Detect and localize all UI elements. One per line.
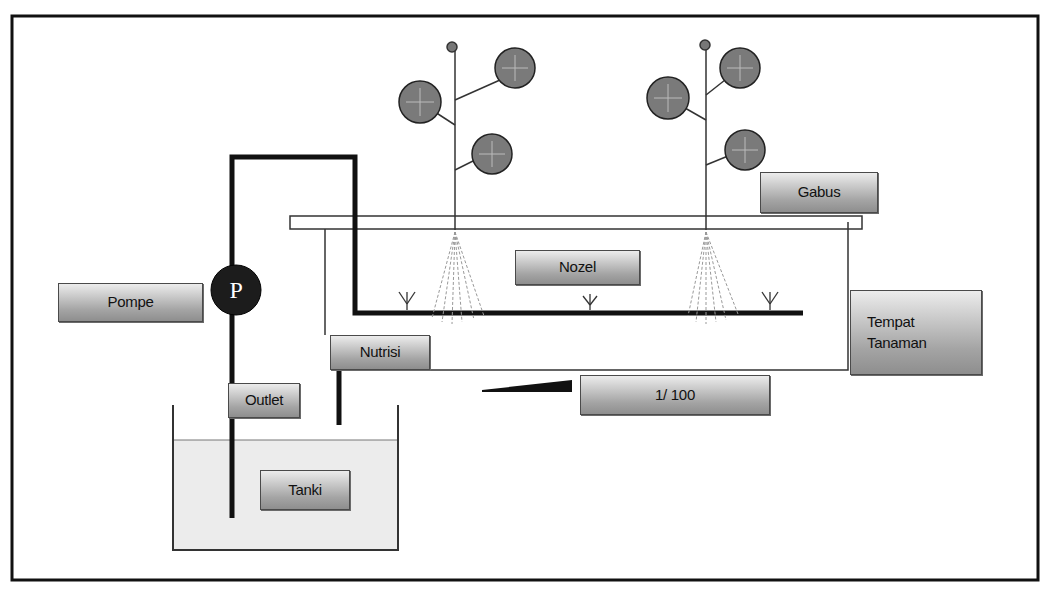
plant-part-part	[479, 154, 505, 155]
pump-pipe-part	[232, 157, 803, 518]
slope-label: 1/ 100	[580, 375, 770, 415]
plant-part-part	[455, 232, 462, 322]
plant-part-part	[432, 232, 455, 318]
plant-part-part	[706, 232, 707, 324]
plant	[647, 40, 765, 324]
plant-part-part	[455, 232, 474, 320]
plant-container-part	[430, 222, 848, 370]
plant-part	[725, 130, 765, 170]
spray-nozzles-part	[399, 292, 407, 304]
spray-nozzles-part	[589, 294, 590, 310]
plant-container-part	[324, 229, 326, 335]
label-text: Outlet	[245, 390, 283, 410]
outlet-pipe	[339, 370, 340, 425]
spray-nozzles-part	[769, 292, 770, 310]
part-label: Outlet	[228, 383, 300, 418]
plant-part	[399, 81, 441, 123]
pump-symbol: P	[210, 264, 262, 316]
plant-part-part	[732, 150, 758, 151]
plant-part-part	[452, 232, 455, 324]
plant-part-part	[696, 232, 706, 322]
plant-part-part	[727, 68, 753, 69]
plant-container	[290, 216, 862, 370]
plant-part	[685, 108, 706, 120]
part-label: Nutrisi	[330, 335, 430, 370]
label-text: Gabus	[798, 182, 841, 202]
tank-part	[173, 440, 398, 550]
plant-part	[654, 55, 758, 163]
plant-part-part	[406, 102, 434, 103]
outer-frame-part	[12, 16, 1038, 580]
part-label: Tanki	[260, 470, 350, 510]
pump-letter: P	[229, 274, 242, 306]
pump-circle-fill	[211, 265, 261, 315]
plant-part	[688, 232, 738, 324]
spray-nozzles-part	[770, 292, 778, 304]
plant-part	[495, 48, 535, 88]
tank-part	[173, 440, 398, 441]
plant-part	[454, 50, 456, 230]
part-label: Pompe	[58, 283, 203, 322]
plant-part	[706, 80, 725, 95]
spray-nozzles	[399, 292, 778, 310]
plant-part	[706, 156, 728, 165]
label-text: Tempat Tanaman	[867, 312, 947, 353]
plant-part-part	[706, 232, 738, 314]
outlet-pipe-part	[337, 370, 342, 425]
tank	[173, 405, 398, 550]
plant-part-part	[654, 98, 682, 99]
outer-frame	[12, 16, 1038, 580]
label-text: Nutrisi	[360, 342, 400, 362]
plant-container-part	[290, 216, 862, 229]
plant-part	[720, 48, 760, 88]
label-text: Nozel	[559, 257, 596, 277]
spray-nozzles-part	[407, 292, 415, 304]
label-text: 1/ 100	[655, 385, 695, 405]
label-text: Tanki	[288, 480, 322, 500]
plant-part	[447, 42, 457, 52]
plant-part	[647, 77, 689, 119]
plant-part-part	[688, 232, 706, 316]
slope-wedge	[482, 380, 572, 392]
spray-nozzles-part	[406, 292, 407, 310]
slope-wedge-part	[482, 380, 572, 392]
tank-part	[173, 405, 398, 550]
plant-part-part	[502, 68, 528, 69]
part-label: Nozel	[515, 250, 640, 285]
spray-nozzles-part	[590, 296, 597, 305]
label-text: Pompe	[107, 292, 153, 312]
plant-part	[455, 160, 475, 170]
plant-part-part	[455, 232, 484, 316]
plant-part	[432, 232, 484, 324]
plant-part-part	[706, 232, 716, 322]
spray-nozzles-part	[762, 292, 770, 304]
plant-part	[705, 48, 707, 230]
plant-part	[455, 80, 500, 100]
part-label: Gabus	[760, 172, 878, 213]
plant-part	[700, 40, 710, 50]
plant-part	[406, 55, 528, 167]
pump-pipe	[232, 157, 803, 518]
plant-part	[472, 134, 512, 174]
part-label: Tempat Tanaman	[850, 290, 982, 375]
spray-nozzles-part	[583, 296, 590, 305]
